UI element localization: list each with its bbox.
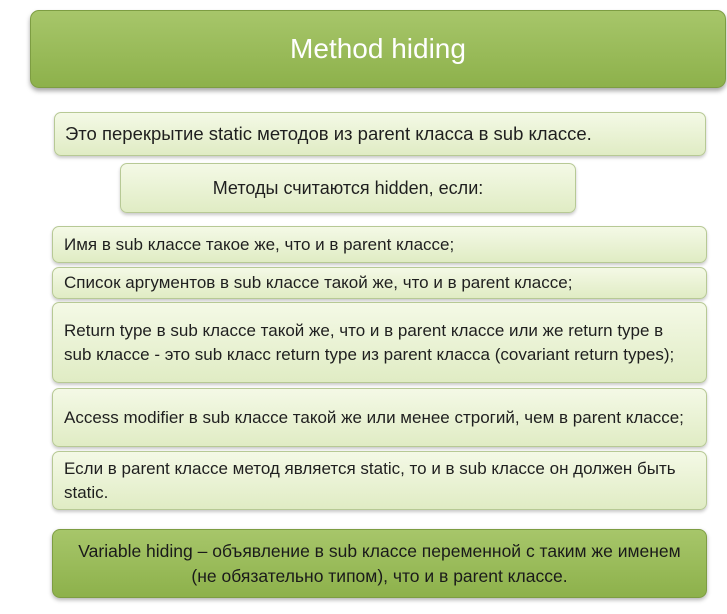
conditions-header-text: Методы считаются hidden, если: <box>212 178 484 198</box>
variable-hiding-text: Variable hiding – объявление в sub класс… <box>78 540 681 586</box>
definition-box: Это перекрытие static методов из parent … <box>54 112 706 156</box>
slide-title: Method hiding <box>30 10 726 88</box>
condition-text: Return type в sub классе такой же, что и… <box>64 320 675 364</box>
condition-item: Имя в sub классе такое же, что и в paren… <box>52 226 707 263</box>
condition-item: Если в parent классе метод является stat… <box>52 451 707 510</box>
condition-text: Если в parent классе метод является stat… <box>64 458 676 502</box>
condition-item: Список аргументов в sub классе такой же,… <box>52 267 707 299</box>
condition-text: Access modifier в sub классе такой же ил… <box>64 407 684 427</box>
condition-item: Return type в sub классе такой же, что и… <box>52 302 707 383</box>
variable-hiding-box: Variable hiding – объявление в sub класс… <box>52 529 707 598</box>
condition-text: Список аргументов в sub классе такой же,… <box>64 273 573 292</box>
condition-text: Имя в sub классе такое же, что и в paren… <box>64 234 455 254</box>
definition-text: Это перекрытие static методов из parent … <box>65 123 592 144</box>
slide-title-text: Method hiding <box>290 33 466 64</box>
condition-item: Access modifier в sub классе такой же ил… <box>52 388 707 447</box>
conditions-header-box: Методы считаются hidden, если: <box>120 163 576 213</box>
